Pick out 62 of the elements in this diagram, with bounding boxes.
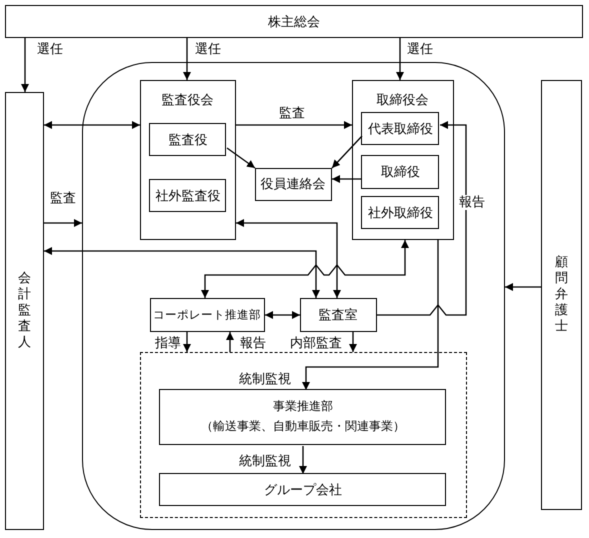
board-box	[352, 80, 454, 240]
node-label: 監査室	[318, 306, 359, 324]
lawyer-box	[541, 80, 582, 510]
edge-label: 統制監視	[238, 454, 292, 468]
node-label: 役員連絡会	[260, 176, 327, 194]
arrow	[332, 175, 362, 183]
edge-label: 統制監視	[238, 372, 292, 386]
node-label: 代表取締役	[366, 120, 434, 138]
node-label: 事業推進部	[272, 398, 334, 416]
edge-label: 指導	[154, 336, 182, 350]
arrow	[265, 311, 300, 319]
arrow	[44, 247, 320, 298]
division-box	[159, 389, 446, 446]
node-label: 監査役会	[160, 92, 215, 109]
auditor-box	[5, 92, 44, 530]
node-label: 顧問弁護士	[554, 255, 568, 335]
arrow	[44, 121, 140, 129]
board-box	[140, 80, 236, 240]
meeting-box	[5, 5, 583, 38]
node-label: 株主総会	[267, 14, 321, 30]
role-box	[149, 179, 226, 212]
edge-label: 監査	[49, 190, 77, 206]
arrow	[299, 446, 307, 474]
node-label: グループ会社	[262, 482, 343, 499]
node-label: 監査役	[167, 132, 208, 149]
arrow	[226, 332, 234, 352]
node-label: コーポレート推進部	[152, 307, 262, 322]
arrow	[332, 136, 362, 168]
arrow	[349, 332, 357, 352]
edge-label: 選任	[194, 42, 222, 56]
edge-label: 選任	[406, 42, 434, 56]
role-box	[149, 123, 226, 156]
department-box	[150, 298, 265, 332]
edge-label: 選任	[36, 42, 64, 56]
edge-label: 報告	[458, 194, 486, 210]
role-box	[361, 196, 440, 230]
department-box	[300, 298, 377, 332]
arrow	[44, 219, 82, 227]
role-box	[361, 155, 440, 190]
node-label: 社外監査役	[154, 188, 222, 205]
arrow	[226, 147, 256, 169]
council-box	[254, 168, 332, 201]
arrow	[183, 38, 191, 80]
role-box	[361, 112, 440, 146]
edge-label: 報告	[239, 336, 267, 350]
arrow	[21, 38, 29, 92]
arrow	[236, 121, 352, 129]
node-label: 取締役	[380, 164, 421, 182]
arrow	[183, 332, 191, 352]
arrow	[236, 219, 341, 298]
node-label: 社外取締役	[366, 204, 434, 222]
arrow	[201, 240, 409, 298]
edge-label: 内部監査	[289, 336, 343, 350]
node-label: 会計監査人	[18, 271, 32, 351]
arrow	[505, 283, 541, 291]
node-label: （輸送事業、自動車販売・関連事業）	[200, 418, 406, 436]
arrow	[396, 38, 404, 80]
node-label: 取締役会	[376, 92, 430, 109]
company-box	[159, 473, 446, 506]
arrow	[377, 121, 467, 316]
edge-label: 監査	[278, 106, 306, 120]
arrow	[302, 240, 439, 390]
